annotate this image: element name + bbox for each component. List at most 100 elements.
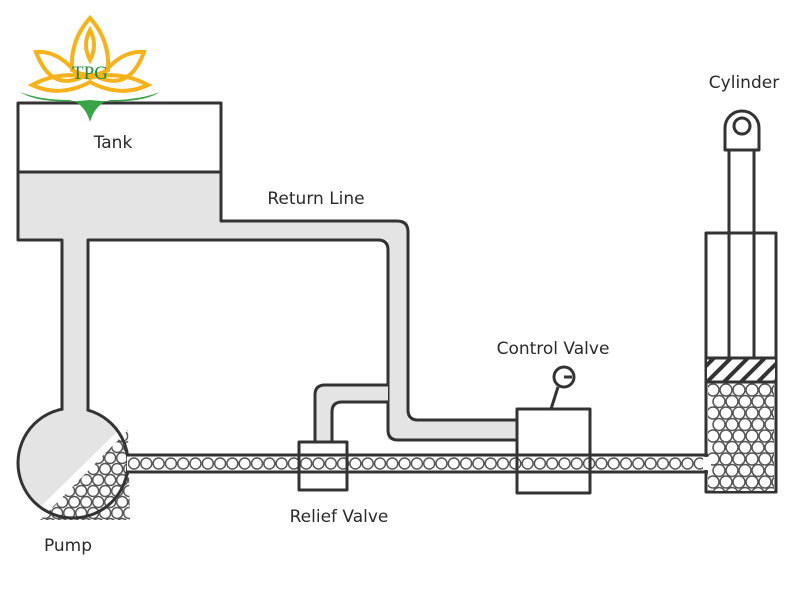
fluid-particle [632, 457, 645, 470]
fluid-particle [745, 475, 759, 489]
control-valve: Control Valve [497, 339, 610, 495]
fluid-particle [127, 430, 130, 443]
fluid-particle [98, 484, 112, 498]
fluid-particle [164, 457, 178, 470]
relief-return-branch [313, 383, 388, 442]
fluid-particle [758, 383, 772, 397]
fluid-particle [176, 457, 190, 470]
cylinder: Cylinder [703, 73, 790, 500]
fluid-particle [545, 457, 559, 470]
fluid-particle [708, 429, 720, 443]
fluid-particle [110, 506, 124, 520]
fluid-particle [110, 462, 124, 476]
fluid-particle [533, 457, 547, 470]
fluid-particle [764, 486, 774, 491]
fluid-particle [435, 457, 448, 470]
fluid-particle [238, 457, 251, 470]
fluid-particle [758, 429, 772, 443]
fluid-particle [751, 440, 765, 455]
fluid-particle [67, 495, 81, 509]
fluid-particle [263, 457, 276, 470]
fluid-particle [122, 506, 130, 520]
fluid-particle [668, 457, 682, 470]
fluid-particle [43, 517, 57, 520]
control-valve-label: Control Valve [497, 339, 610, 359]
fluid-particle [764, 463, 774, 478]
cylinder-label: Cylinder [709, 73, 779, 93]
fluid-particle [732, 429, 746, 443]
fluid-particle [509, 457, 522, 470]
fluid-particle [751, 463, 765, 478]
fluid-particle [607, 457, 620, 470]
fluid-particle [712, 394, 726, 409]
fluid-particle [619, 457, 633, 470]
fluid-particle [738, 486, 752, 491]
fluid-particle [115, 517, 129, 520]
fluid-particle [472, 457, 485, 470]
fluid-particle [725, 417, 739, 432]
fluid-particle [152, 457, 165, 470]
fluid-particle [127, 473, 130, 487]
fluid-particle [122, 430, 130, 432]
fluid-particle [712, 463, 726, 478]
fluid-particle [771, 384, 774, 396]
fluid-particle [349, 457, 362, 470]
fluid-particle [764, 440, 774, 455]
fluid-particle [595, 457, 608, 470]
fluid-particle [459, 457, 473, 470]
fluid-particle [719, 383, 733, 397]
relief-valve [297, 440, 349, 492]
fluid-particle [764, 394, 774, 409]
fluid-particle [771, 407, 774, 419]
logo-text: TPG [72, 63, 108, 84]
fluid-particle [275, 457, 288, 470]
fluid-particle [725, 486, 739, 491]
fluid-particle [725, 440, 739, 455]
fluid-particle [738, 394, 752, 409]
fluid-particle [312, 457, 325, 470]
fluid-particle [758, 406, 772, 420]
fluid-particle [91, 473, 105, 487]
fluid-particle [751, 486, 765, 491]
tpg-logo: TPG [20, 15, 160, 122]
fluid-particle [745, 406, 759, 420]
fluid-particle [712, 417, 726, 432]
return-line-label: Return Line [267, 189, 364, 209]
fluid-particle [103, 517, 117, 520]
fluid-particle [778, 442, 790, 454]
fluid-particle [758, 452, 772, 466]
fluid-particle [115, 495, 129, 509]
fluid-particle [644, 457, 657, 470]
fluid-particle [521, 457, 534, 470]
fluid-particle [250, 457, 264, 470]
fluid-particle [778, 465, 790, 477]
fluid-particle [373, 457, 387, 470]
pump: Pump [16, 405, 130, 556]
fluid-particle [778, 488, 790, 500]
fluid-particle [708, 383, 720, 397]
fluid-particle [496, 457, 510, 470]
fluid-particle [40, 517, 45, 520]
fluid-particle [103, 451, 117, 465]
pump-label: Pump [44, 536, 92, 556]
fluid-particle [751, 417, 765, 432]
fluid-particle [708, 406, 720, 420]
fluid-particle [758, 475, 772, 489]
fluid-particle [570, 457, 584, 470]
fluid-particle [128, 457, 141, 470]
fluid-particle [745, 452, 759, 466]
fluid-particle [79, 517, 93, 520]
fluid-particle [86, 484, 100, 498]
relief-valve-label: Relief Valve [290, 507, 389, 527]
pressure-line [127, 453, 708, 474]
fluid-particle [732, 406, 746, 420]
fluid-particle [103, 473, 117, 487]
fluid-particle [725, 463, 739, 478]
fluid-particle [656, 457, 670, 470]
fluid-particle [712, 486, 726, 491]
fluid-particle [738, 440, 752, 455]
fluid-particle [98, 462, 112, 476]
fluid-particle [732, 383, 746, 397]
fluid-particle [719, 406, 733, 420]
